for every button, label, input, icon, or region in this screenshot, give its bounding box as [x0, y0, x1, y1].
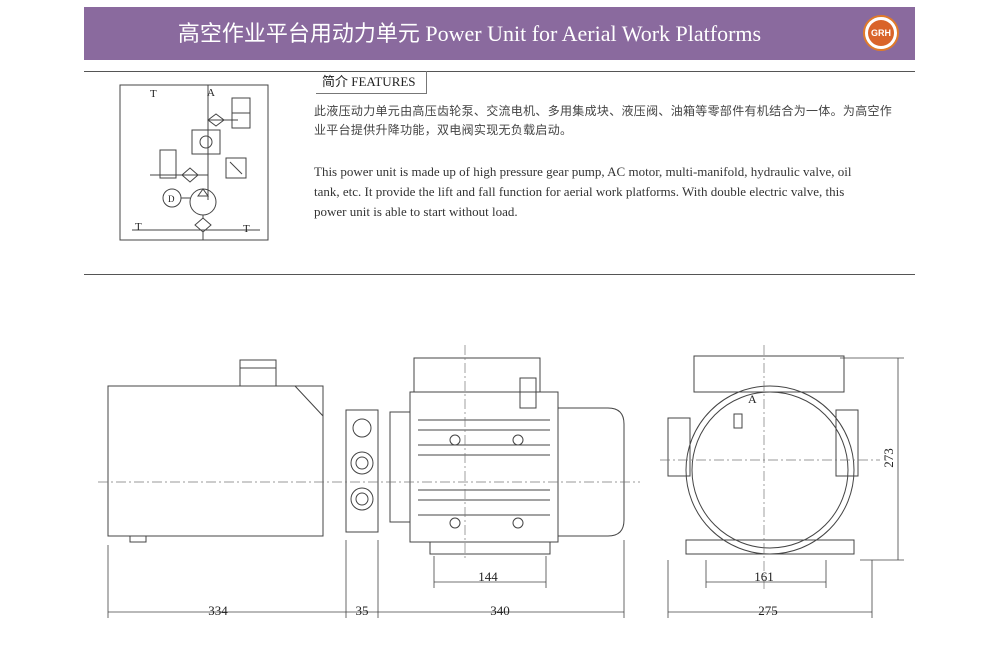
hydraulic-schematic: T A T T D: [119, 84, 269, 241]
motor-symbol: D: [168, 194, 175, 204]
logo-text: GRH: [868, 20, 894, 46]
dim-base-width: 161: [754, 569, 774, 584]
page-title: 高空作业平台用动力单元 Power Unit for Aerial Work P…: [177, 21, 762, 46]
dim-motor: 340: [490, 603, 510, 618]
dim-height: 273: [881, 448, 896, 468]
features-tab: 简介 FEATURES: [316, 71, 427, 94]
dim-width: 275: [758, 603, 778, 618]
port-t-left: T: [150, 88, 157, 100]
features-english-text: This power unit is made up of high press…: [314, 164, 852, 219]
port-t-bottom-right: T: [243, 223, 250, 235]
port-t-bottom-left: T: [135, 221, 142, 233]
section-divider: [84, 274, 915, 275]
oil-tank: [107, 385, 324, 537]
port-a: A: [207, 87, 215, 99]
dim-motor-base: 144: [478, 569, 498, 584]
top-divider: [84, 71, 915, 72]
port-label-a: A: [748, 392, 757, 406]
grh-logo: GRH: [863, 15, 899, 51]
header-banner: 高空作业平台用动力单元 Power Unit for Aerial Work P…: [84, 7, 915, 60]
features-chinese-text: 此液压动力单元由高压齿轮泵、交流电机、多用集成块、液压阀、油箱等零部件有机结合为…: [314, 104, 893, 137]
dim-tank: 334: [208, 603, 228, 618]
technical-drawing: 334 35 340 144 275 161 273 A: [98, 345, 904, 618]
dim-manifold: 35: [356, 603, 369, 618]
